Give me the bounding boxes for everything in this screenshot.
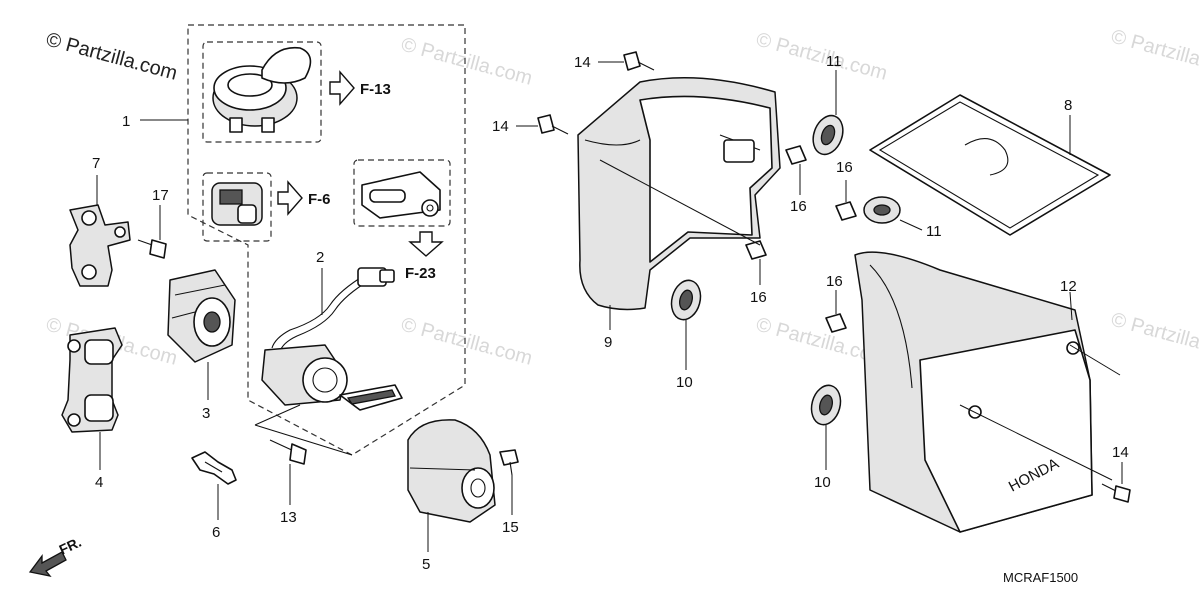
ref-arrow-f6: F-6 bbox=[277, 180, 331, 216]
callout-16: 16 bbox=[790, 198, 807, 215]
callout-11: 11 bbox=[826, 53, 842, 70]
leader-lines bbox=[96, 61, 1123, 552]
collar-part-16 bbox=[745, 145, 857, 333]
ref-arrow-f23: F-23 bbox=[405, 231, 444, 282]
seat-lock-subassembly bbox=[361, 171, 441, 219]
ref-arrow-f13: F-13 bbox=[329, 70, 391, 106]
watermark: © Partzilla.com bbox=[399, 34, 535, 90]
direction-label: FR. bbox=[57, 534, 84, 558]
ignition-switch bbox=[261, 267, 403, 411]
callout-8: 8 bbox=[1064, 97, 1072, 114]
callout-14: 14 bbox=[1112, 444, 1129, 461]
reference-label-f13: F-13 bbox=[360, 81, 391, 98]
partzilla-watermark: © Partzilla.com bbox=[44, 29, 180, 85]
callout-11: 11 bbox=[926, 223, 942, 240]
watermark: © Partzilla.com bbox=[399, 314, 535, 370]
lock-housing-part bbox=[407, 419, 496, 523]
seat-lock-subassembly-box bbox=[353, 159, 451, 227]
grommet-part-10 bbox=[670, 279, 842, 426]
grommet-part-11 bbox=[812, 114, 901, 224]
callout-13: 13 bbox=[280, 509, 297, 526]
key-cylinder-subassembly bbox=[211, 182, 263, 226]
callout-9: 9 bbox=[604, 334, 612, 351]
front-direction-indicator: FR. bbox=[28, 534, 84, 577]
watermark: © Partzilla.com bbox=[1109, 309, 1200, 365]
callout-6: 6 bbox=[212, 524, 220, 541]
screw-part-15 bbox=[499, 449, 519, 476]
callout-7: 7 bbox=[92, 155, 100, 172]
reference-label-f6: F-6 bbox=[308, 191, 331, 208]
callout-16: 16 bbox=[750, 289, 767, 306]
callout-16: 16 bbox=[836, 159, 853, 176]
callout-16: 16 bbox=[826, 273, 843, 290]
callout-14: 14 bbox=[492, 118, 509, 135]
watermark: © Partzilla.com bbox=[1109, 26, 1200, 82]
fuel-cap-lock bbox=[212, 46, 312, 133]
callout-14: 14 bbox=[574, 54, 591, 71]
fuel-cap-subassembly-box bbox=[202, 41, 322, 143]
switch-base-part bbox=[167, 269, 236, 363]
callout-15: 15 bbox=[502, 519, 519, 536]
callout-10: 10 bbox=[676, 374, 693, 391]
callout-17: 17 bbox=[152, 187, 169, 204]
callout-5: 5 bbox=[422, 556, 430, 573]
diagram-code: MCRAF1500 bbox=[1003, 570, 1078, 585]
screw-part-13 bbox=[269, 439, 307, 465]
main-cover-part: HONDA bbox=[854, 251, 1093, 533]
key-part bbox=[191, 451, 237, 485]
callout-1: 1 bbox=[122, 113, 130, 130]
callout-4: 4 bbox=[95, 474, 103, 491]
callout-10: 10 bbox=[814, 474, 831, 491]
bracket-part bbox=[69, 204, 131, 287]
flange-bolt bbox=[137, 239, 167, 259]
callout-labels: 1 2 3 4 5 6 7 8 9 10 10 11 11 12 13 14 1… bbox=[92, 53, 1129, 573]
callout-3: 3 bbox=[202, 405, 210, 422]
callout-2: 2 bbox=[316, 249, 324, 266]
reference-label-f23: F-23 bbox=[405, 265, 436, 282]
screw-part-14-mid bbox=[537, 114, 569, 135]
side-cover-part bbox=[577, 77, 781, 311]
screw-part-14-top bbox=[623, 51, 655, 71]
screw-part-14-bottom bbox=[1101, 483, 1131, 503]
sheet-part bbox=[869, 94, 1111, 236]
callout-12: 12 bbox=[1060, 278, 1077, 295]
mounting-bracket-part bbox=[61, 327, 123, 433]
lock-subassembly-box bbox=[202, 172, 272, 242]
watermark: © Partzilla.com bbox=[754, 29, 890, 85]
